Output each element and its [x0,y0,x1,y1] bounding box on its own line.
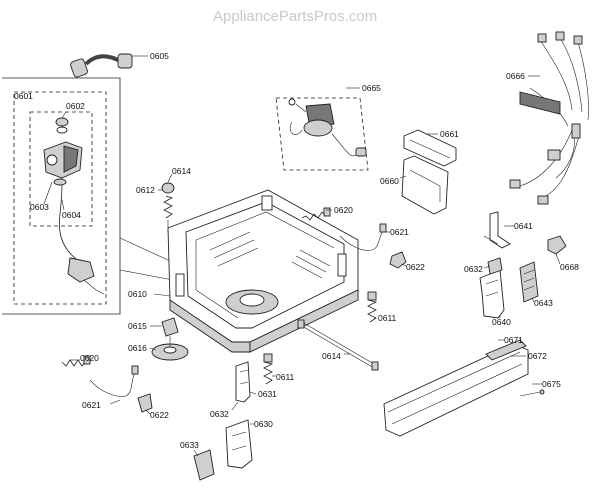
base-tub-part[interactable] [167,189,359,353]
label-0671: 0671 [504,335,523,345]
watermark: AppliancePartsPros.com [213,8,377,25]
label-0610: 0610 [128,289,147,299]
clip-part-0622[interactable] [389,251,407,269]
label-0631: 0631 [258,389,277,399]
block-part-0615[interactable] [161,317,179,337]
label-0630: 0630 [254,419,273,429]
rod-part-0614[interactable] [297,319,379,371]
float-part-0612[interactable] [161,182,175,232]
inlet-valve-part[interactable] [43,117,83,186]
label-0616: 0616 [128,343,147,353]
leveling-leg-part-0620[interactable] [301,207,331,221]
label-0621-bottom: 0621 [82,400,101,410]
label-0641: 0641 [514,221,533,231]
label-0668: 0668 [560,262,579,272]
label-0632-right: 0632 [464,264,483,274]
label-0661: 0661 [440,129,459,139]
label-0660: 0660 [380,176,399,186]
label-0666: 0666 [506,71,525,81]
label-0622-bottom: 0622 [150,410,169,420]
label-0615: 0615 [128,321,147,331]
label-0611-top: 0611 [378,313,397,323]
hinge-part-0631[interactable] [235,361,251,403]
label-0621-top: 0621 [390,227,409,237]
clip-part-0622b[interactable] [137,393,153,413]
label-0640: 0640 [492,317,511,327]
screw-part-0675[interactable] [519,389,545,397]
label-0622-top: 0622 [406,262,425,272]
wire-harness-part[interactable] [509,31,589,205]
label-0611-bottom: 0611 [276,372,295,382]
disc-part-0616[interactable] [151,336,189,361]
inset-box-0601 [2,77,195,315]
label-0602: 0602 [66,101,85,111]
kick-plate-part-0672[interactable] [383,339,529,437]
label-0675: 0675 [542,379,561,389]
drain-pump-part[interactable] [275,97,369,171]
label-0665: 0665 [362,83,381,93]
spring-part-0611[interactable] [367,291,378,323]
label-0672: 0672 [528,351,547,361]
label-0614-top: 0614 [172,166,191,176]
label-0620-top: 0620 [334,205,353,215]
block-part-0643[interactable] [519,261,539,303]
label-0601: 0601 [14,91,33,101]
bracket-part-0641[interactable] [483,211,511,249]
label-0612: 0612 [136,185,155,195]
label-group: 0605 0601 0602 0603 0604 0665 0666 0661 … [14,51,579,457]
label-0604: 0604 [62,210,81,220]
leveling-leg-part-0620b[interactable] [61,355,91,367]
cover-part-0661[interactable] [403,129,457,167]
label-0614-bottom: 0614 [322,351,341,361]
hinge-part-0630[interactable] [225,419,253,469]
label-0632-bottom: 0632 [210,409,229,419]
cover-part-0660[interactable] [401,155,449,215]
inlet-hose-part[interactable] [59,184,105,295]
spring-part-0611b[interactable] [263,353,274,385]
label-0620-bottom: 0620 [80,353,99,363]
cable-part-0621[interactable] [339,223,387,251]
hinge-part-0640[interactable] [479,257,505,319]
cable-part-0621b[interactable] [89,365,139,397]
clip-part-0668[interactable] [547,235,567,265]
label-0643: 0643 [534,298,553,308]
hose-part-0605[interactable] [70,53,133,78]
bracket-part-0633[interactable] [193,449,215,481]
label-0603: 0603 [30,202,49,212]
label-0633: 0633 [180,440,199,450]
label-0605: 0605 [150,51,169,61]
